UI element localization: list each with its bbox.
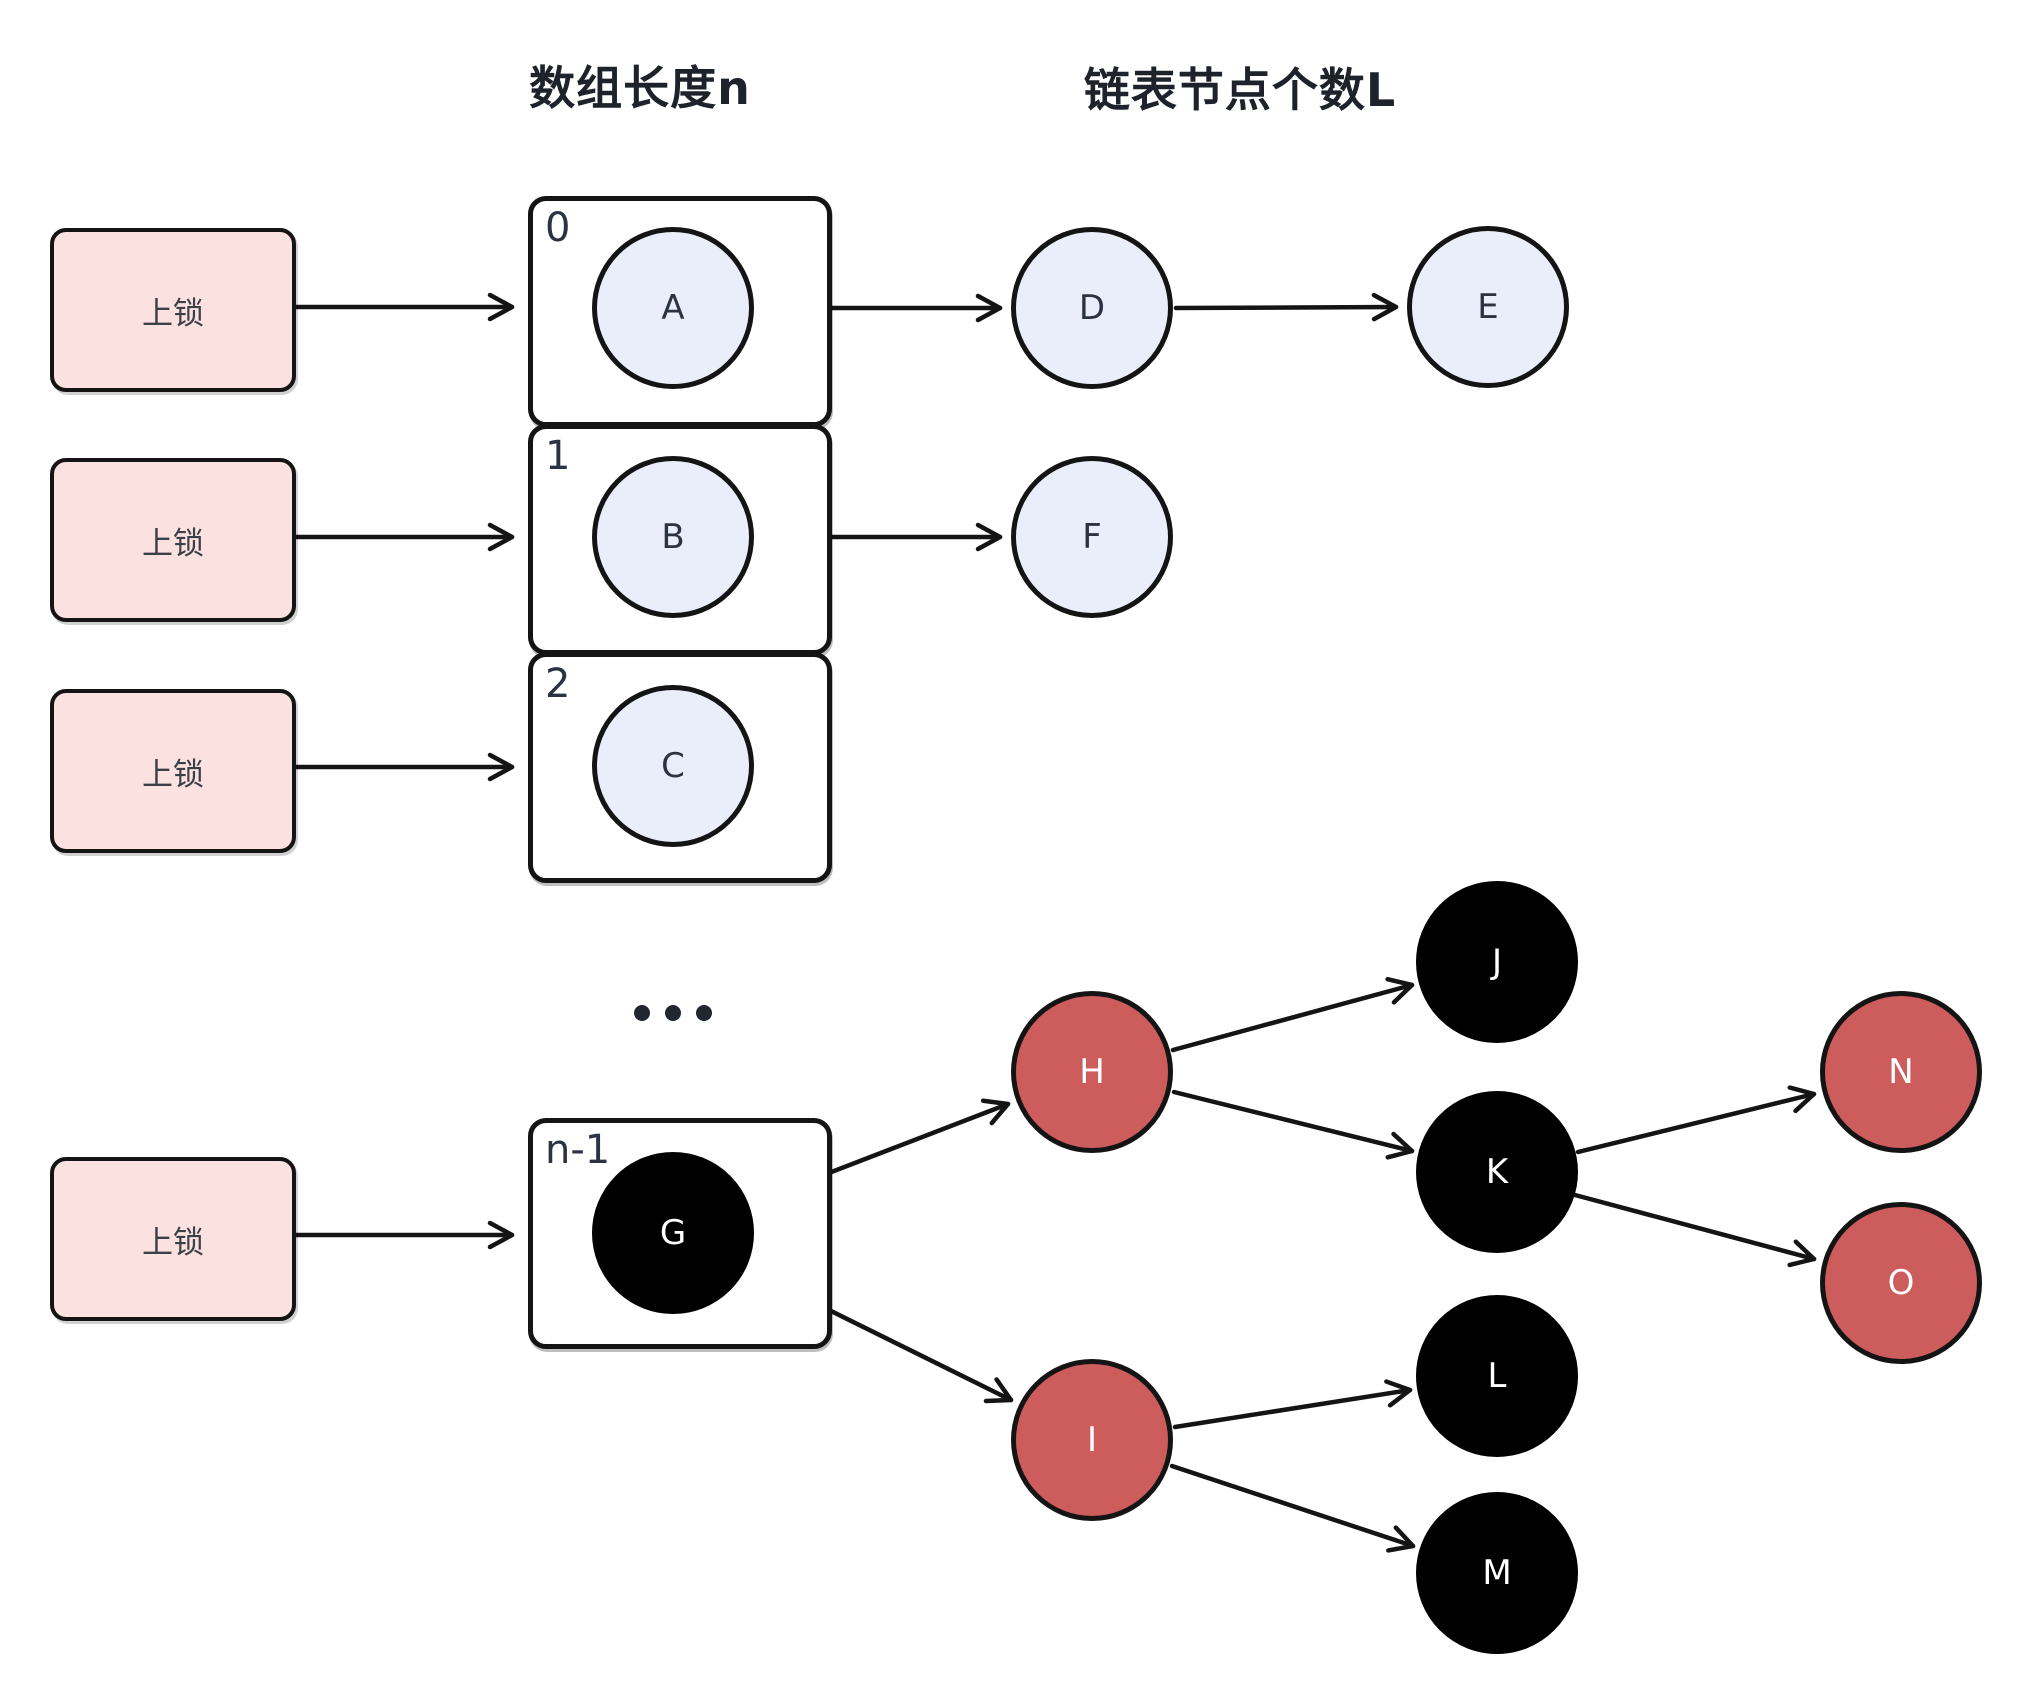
ellipsis-dot: [696, 1005, 712, 1021]
slot-index: 2: [545, 661, 571, 707]
node-D: D: [1011, 227, 1173, 389]
edge-H-K: [1171, 1089, 1415, 1160]
node-B: B: [592, 456, 754, 618]
lock-label: 上锁: [142, 295, 204, 332]
list-node-count-header: 链表节点个数L: [1083, 63, 1397, 117]
ellipsis-dot: [665, 1005, 681, 1021]
lock-box-2: 上锁: [50, 689, 296, 853]
node-E: E: [1407, 226, 1569, 388]
node-F: F: [1011, 456, 1173, 618]
node-G: G: [592, 1152, 754, 1314]
node-A: A: [592, 227, 754, 389]
lock-box-0: 上锁: [50, 228, 296, 392]
lock-box-1: 上锁: [50, 458, 296, 622]
edge-K-N: [1575, 1085, 1817, 1155]
slots-ellipsis: [592, 996, 754, 1030]
edge-I-M: [1169, 1463, 1416, 1553]
node-J: J: [1416, 881, 1578, 1043]
node-C: C: [592, 685, 754, 847]
edge-K-O: [1572, 1192, 1817, 1268]
slot-index: 1: [545, 433, 571, 479]
edge-D-E: [1173, 292, 1399, 322]
node-N: N: [1820, 991, 1982, 1153]
slot-index: n-1: [545, 1127, 611, 1173]
node-O: O: [1820, 1202, 1982, 1364]
ellipsis-dot: [634, 1005, 650, 1021]
array-length-header: 数组长度n: [529, 61, 751, 115]
node-H: H: [1011, 991, 1173, 1153]
node-K: K: [1416, 1091, 1578, 1253]
edge-I-L: [1172, 1379, 1413, 1430]
lock-box-3: 上锁: [50, 1157, 296, 1321]
node-L: L: [1416, 1295, 1578, 1457]
node-M: M: [1416, 1492, 1578, 1654]
lock-label: 上锁: [142, 756, 204, 793]
lock-label: 上锁: [142, 525, 204, 562]
edge-H-J: [1170, 976, 1415, 1053]
lock-label: 上锁: [142, 1224, 204, 1261]
node-I: I: [1011, 1359, 1173, 1521]
slot-index: 0: [545, 205, 571, 251]
